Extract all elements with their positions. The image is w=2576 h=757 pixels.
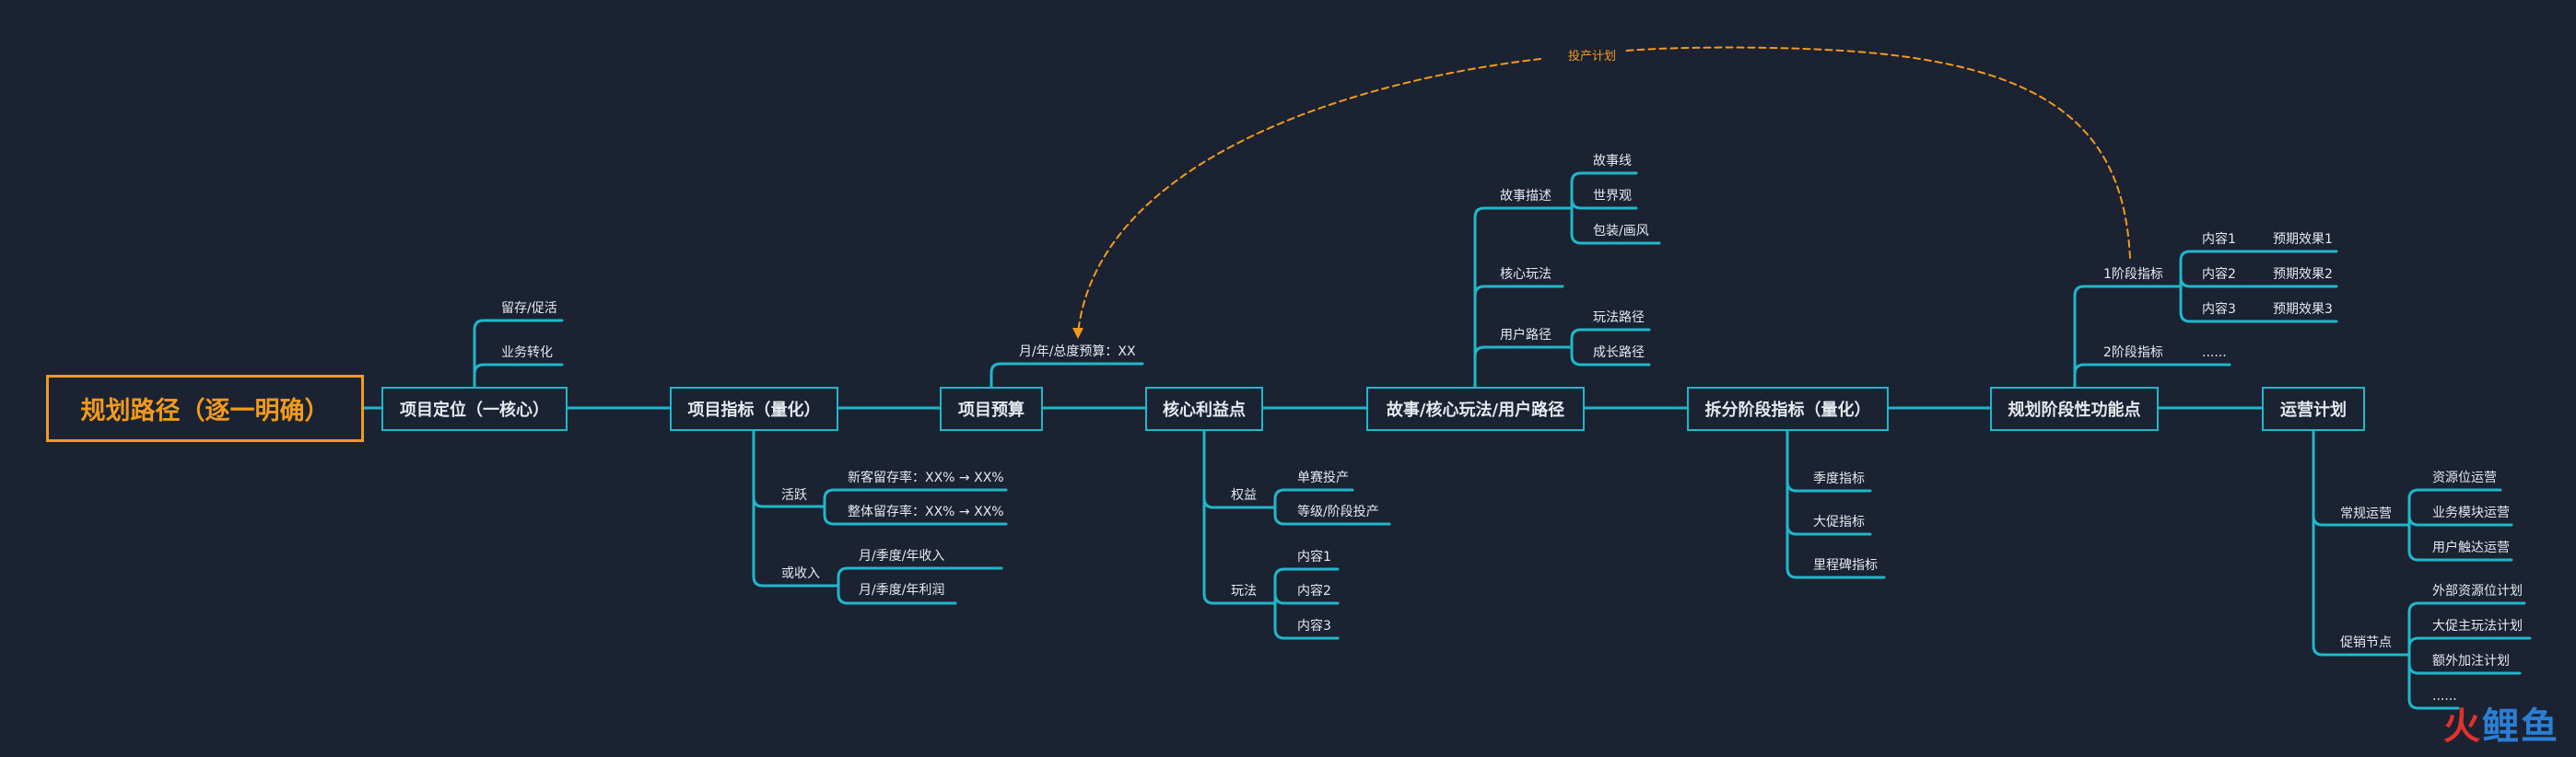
leaf-conversion[interactable]: 业务转化 <box>501 345 553 360</box>
arc-production-plan-left <box>1077 58 1541 334</box>
leaf-profit[interactable]: 月/季度/年利润 <box>859 583 945 598</box>
connector-retention <box>473 319 564 389</box>
leaf-stage1-effect-2[interactable]: 预期效果2 <box>2273 267 2333 282</box>
leaf-budget-amount[interactable]: 月/年/总度预算：XX <box>1019 344 1136 359</box>
connector-conversion <box>473 363 564 389</box>
connector-single-roi <box>1273 488 1354 509</box>
connector-gameplay <box>1202 429 1277 605</box>
arc-label-production-plan: 投产计划 <box>1568 50 1617 64</box>
connector-stage-1 <box>2073 285 2183 389</box>
node-metrics[interactable]: 项目指标（量化） <box>670 387 838 431</box>
connector-stage-2 <box>2073 363 2183 389</box>
leaf-stage2-more[interactable]: ...... <box>2202 345 2227 360</box>
leaf-promo-metric[interactable]: 大促指标 <box>1813 515 1865 530</box>
leaf-promo-play[interactable]: 大促主玩法计划 <box>2432 619 2523 634</box>
arc-arrowhead <box>1072 328 1083 339</box>
leaf-income[interactable]: 月/季度/年收入 <box>859 549 945 564</box>
leaf-new-retention[interactable]: 新客留存率：XX% → XX% <box>848 471 1004 485</box>
connector-story-desc <box>1473 206 1574 389</box>
connector-s1-c2 <box>2179 276 2250 288</box>
group-gameplay[interactable]: 玩法 <box>1231 584 1257 599</box>
leaf-art-style[interactable]: 包装/画风 <box>1593 224 1649 239</box>
node-story-gameplay[interactable]: 故事/核心玩法/用户路径 <box>1366 387 1585 431</box>
leaf-growth-path[interactable]: 成长路径 <box>1593 345 1645 360</box>
leaf-single-roi[interactable]: 单赛投产 <box>1297 471 1349 485</box>
leaf-quarter-metric[interactable]: 季度指标 <box>1813 472 1865 486</box>
watermark-logo: 火鲤鱼 <box>2443 705 2559 748</box>
leaf-worldview[interactable]: 世界观 <box>1593 189 1632 204</box>
connector-content-3 <box>1273 601 1340 640</box>
connector-external <box>2407 601 2526 657</box>
leaf-stage1-content-1[interactable]: 内容1 <box>2202 232 2236 247</box>
connector-play-path <box>1570 328 1651 349</box>
connector-budget <box>989 362 1144 389</box>
node-budget[interactable]: 项目预算 <box>940 387 1043 431</box>
leaf-content-2[interactable]: 内容2 <box>1297 584 1331 599</box>
root-node[interactable]: 规划路径（逐一明确） <box>46 375 364 442</box>
leaf-storyline[interactable]: 故事线 <box>1593 154 1632 169</box>
leaf-content-3[interactable]: 内容3 <box>1297 619 1331 634</box>
leaf-total-retention[interactable]: 整体留存率：XX% → XX% <box>848 505 1004 519</box>
connector-worldview <box>1570 198 1638 210</box>
connector-module-ops <box>2407 515 2513 527</box>
connector-content-2 <box>1273 593 1340 605</box>
connector-ops-more <box>2407 653 2460 710</box>
leaf-ops-more[interactable]: ...... <box>2432 689 2457 704</box>
connector-reach-ops <box>2407 523 2513 562</box>
leaf-external-resource[interactable]: 外部资源位计划 <box>2432 584 2523 599</box>
connector-user-path <box>1473 345 1574 389</box>
connector-core-gameplay <box>1473 285 1564 389</box>
connector-s1-c1 <box>2179 250 2250 288</box>
leaf-stage1-content-3[interactable]: 内容3 <box>2202 302 2236 317</box>
node-positioning[interactable]: 项目定位（一核心） <box>381 387 568 431</box>
leaf-resource-ops[interactable]: 资源位运营 <box>2432 471 2497 485</box>
leaf-content-1[interactable]: 内容1 <box>1297 550 1331 565</box>
group-user-path[interactable]: 用户路径 <box>1500 328 1551 343</box>
connector-revenue <box>752 429 840 588</box>
node-stage-features[interactable]: 规划阶段性功能点 <box>1990 387 2159 431</box>
leaf-extra-bonus[interactable]: 额外加注计划 <box>2432 654 2510 669</box>
leaf-stage1-content-2[interactable]: 内容2 <box>2202 267 2236 282</box>
leaf-stage1-effect-3[interactable]: 预期效果3 <box>2273 302 2333 317</box>
node-stage-metrics[interactable]: 拆分阶段指标（量化） <box>1687 387 1889 431</box>
group-revenue[interactable]: 或收入 <box>781 566 820 581</box>
connector-level-roi <box>1273 506 1391 526</box>
leaf-retention[interactable]: 留存/促活 <box>501 301 557 316</box>
connector-new-retention <box>823 488 1008 508</box>
node-ops-plan[interactable]: 运营计划 <box>2262 387 2365 431</box>
connector-content-1 <box>1273 567 1340 605</box>
group-core-gameplay[interactable]: 核心玩法 <box>1500 267 1551 282</box>
node-core-benefit[interactable]: 核心利益点 <box>1145 387 1263 431</box>
leaf-play-path[interactable]: 玩法路径 <box>1593 310 1645 325</box>
leaf-milestone-metric[interactable]: 里程碑指标 <box>1813 558 1878 573</box>
connector-milestone <box>1786 429 1886 579</box>
connector-growth-path <box>1570 345 1651 367</box>
connector-promo-nodes <box>2312 429 2411 657</box>
group-active[interactable]: 活跃 <box>781 488 807 503</box>
connector-income <box>837 566 1003 588</box>
group-promo-nodes[interactable]: 促销节点 <box>2340 635 2392 650</box>
connector-art-style <box>1570 206 1661 245</box>
group-stage-2[interactable]: 2阶段指标 <box>2103 345 2163 360</box>
connector-promo-play <box>2407 636 2532 657</box>
group-story-desc[interactable]: 故事描述 <box>1500 189 1551 204</box>
leaf-reach-ops[interactable]: 用户触达运营 <box>2432 541 2510 555</box>
connector-profit <box>837 584 957 605</box>
arc-production-plan-right <box>1625 46 2131 259</box>
leaf-level-roi[interactable]: 等级/阶段投产 <box>1297 505 1379 519</box>
leaf-module-ops[interactable]: 业务模块运营 <box>2432 506 2510 520</box>
connector-s1-c3 <box>2179 285 2250 323</box>
leaf-stage1-effect-1[interactable]: 预期效果1 <box>2273 232 2333 247</box>
group-regular-ops[interactable]: 常规运营 <box>2340 507 2392 521</box>
connector-resource-ops <box>2407 488 2502 527</box>
group-stage-1[interactable]: 1阶段指标 <box>2103 267 2163 282</box>
connector-storyline <box>1570 171 1638 210</box>
connector-total-retention <box>823 505 1008 526</box>
group-rights[interactable]: 权益 <box>1231 488 1257 503</box>
